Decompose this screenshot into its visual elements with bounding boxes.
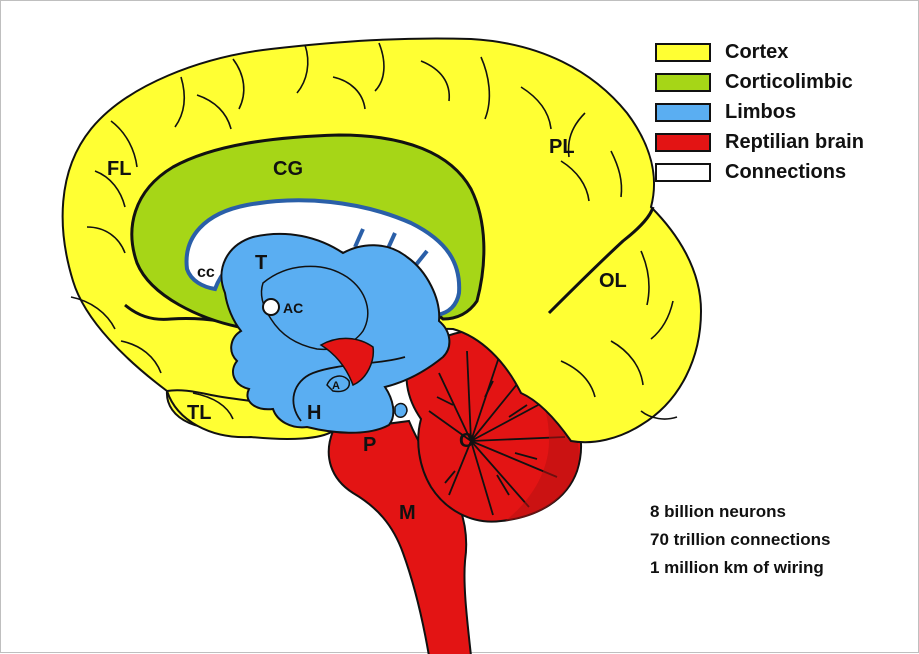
label-cg: CG bbox=[273, 158, 303, 180]
label-c: C bbox=[459, 430, 473, 452]
legend-item-limbos: Limbos bbox=[655, 97, 864, 127]
legend-item-cortex: Cortex bbox=[655, 37, 864, 67]
legend-label-limbos: Limbos bbox=[725, 101, 796, 124]
label-pl: PL bbox=[549, 136, 575, 158]
legend-swatch-cortex bbox=[655, 43, 711, 62]
anterior-commissure-dot bbox=[263, 299, 279, 315]
legend-label-reptilian-brain: Reptilian brain bbox=[725, 131, 864, 154]
legend-item-reptilian-brain: Reptilian brain bbox=[655, 127, 864, 157]
legend: Cortex Corticolimbic Limbos Reptilian br… bbox=[655, 37, 864, 187]
legend-swatch-connections bbox=[655, 163, 711, 182]
label-cc: cc bbox=[197, 264, 215, 281]
legend-label-cortex: Cortex bbox=[725, 41, 788, 64]
label-ol: OL bbox=[599, 270, 627, 292]
brain-facts: 8 billion neurons 70 trillion connection… bbox=[650, 498, 830, 582]
legend-swatch-limbos bbox=[655, 103, 711, 122]
label-ac: AC bbox=[283, 300, 303, 316]
legend-label-connections: Connections bbox=[725, 161, 846, 184]
legend-item-connections: Connections bbox=[655, 157, 864, 187]
legend-swatch-corticolimbic bbox=[655, 73, 711, 92]
legend-swatch-reptilian-brain bbox=[655, 133, 711, 152]
fact-wiring: 1 million km of wiring bbox=[650, 554, 830, 582]
fact-neurons: 8 billion neurons bbox=[650, 498, 830, 526]
label-p: P bbox=[363, 434, 376, 456]
label-a: A bbox=[332, 380, 340, 392]
label-h: H bbox=[307, 402, 321, 424]
pineal-spot bbox=[395, 404, 407, 418]
label-m: M bbox=[399, 502, 416, 524]
label-fl: FL bbox=[107, 158, 131, 180]
fact-connections: 70 trillion connections bbox=[650, 526, 830, 554]
legend-label-corticolimbic: Corticolimbic bbox=[725, 71, 853, 94]
legend-item-corticolimbic: Corticolimbic bbox=[655, 67, 864, 97]
label-t: T bbox=[255, 252, 267, 274]
label-tl: TL bbox=[187, 402, 211, 424]
